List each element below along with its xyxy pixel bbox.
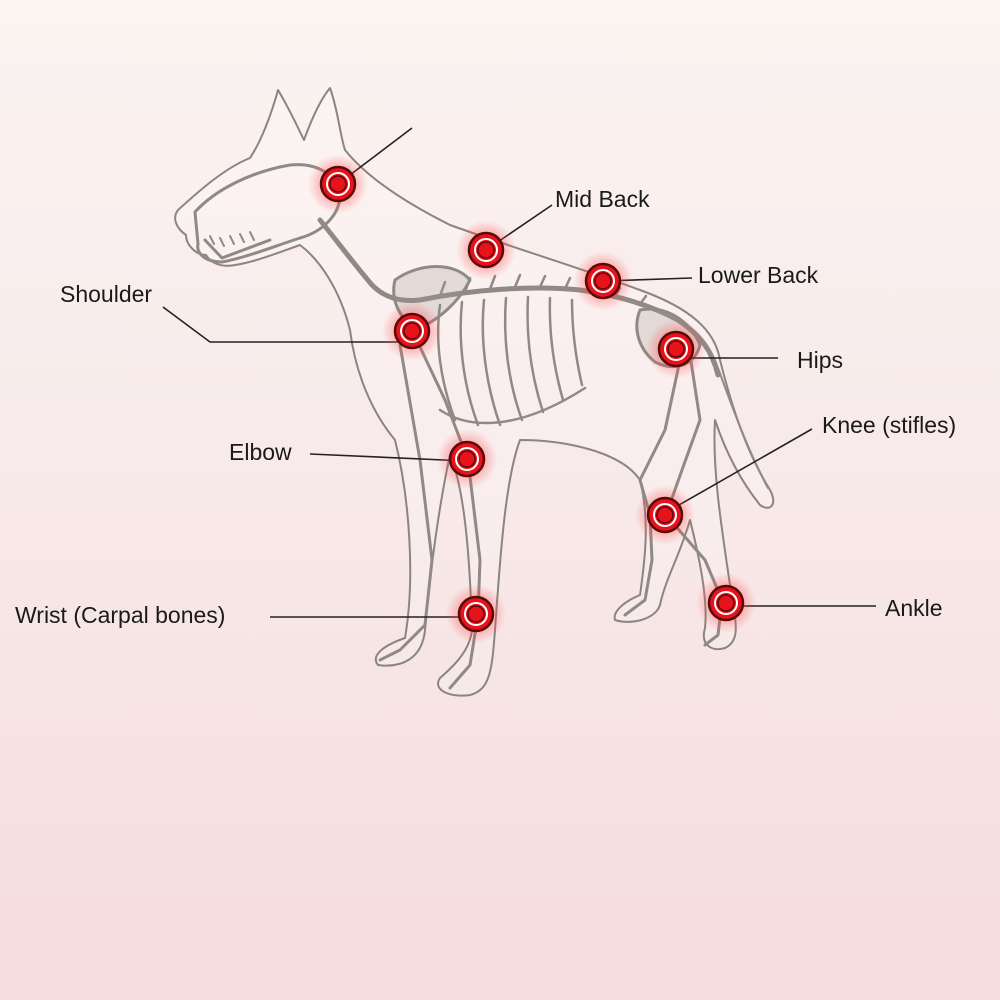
label-knee: Knee (stifles) — [822, 412, 957, 438]
ribcage — [436, 295, 587, 427]
label-wrist: Wrist (Carpal bones) — [15, 602, 226, 628]
skull — [193, 163, 342, 264]
front-leg-near — [410, 328, 482, 690]
marker-knee — [635, 485, 695, 545]
marker-mid-back — [456, 220, 516, 280]
marker-ankle — [696, 573, 756, 633]
tail — [714, 359, 769, 489]
marker-wrist — [446, 584, 506, 644]
marker-lower-back — [573, 251, 633, 311]
joint-markers — [308, 154, 756, 644]
marker-hips — [646, 319, 706, 379]
marker-shoulder — [382, 301, 442, 361]
jaw — [203, 238, 272, 260]
marker-elbow — [437, 429, 497, 489]
label-elbow: Elbow — [229, 439, 292, 465]
front-leg-far — [378, 343, 434, 662]
marker-neck — [308, 154, 368, 214]
cervical-spine — [317, 217, 423, 303]
label-mid-back: Mid Back — [555, 186, 650, 212]
leader-shoulder — [162, 306, 410, 343]
label-lower-back: Lower Back — [698, 262, 819, 288]
label-shoulder: Shoulder — [60, 281, 153, 307]
label-hips: Hips — [797, 347, 844, 373]
teeth — [209, 231, 255, 247]
label-ankle: Ankle — [885, 595, 943, 621]
